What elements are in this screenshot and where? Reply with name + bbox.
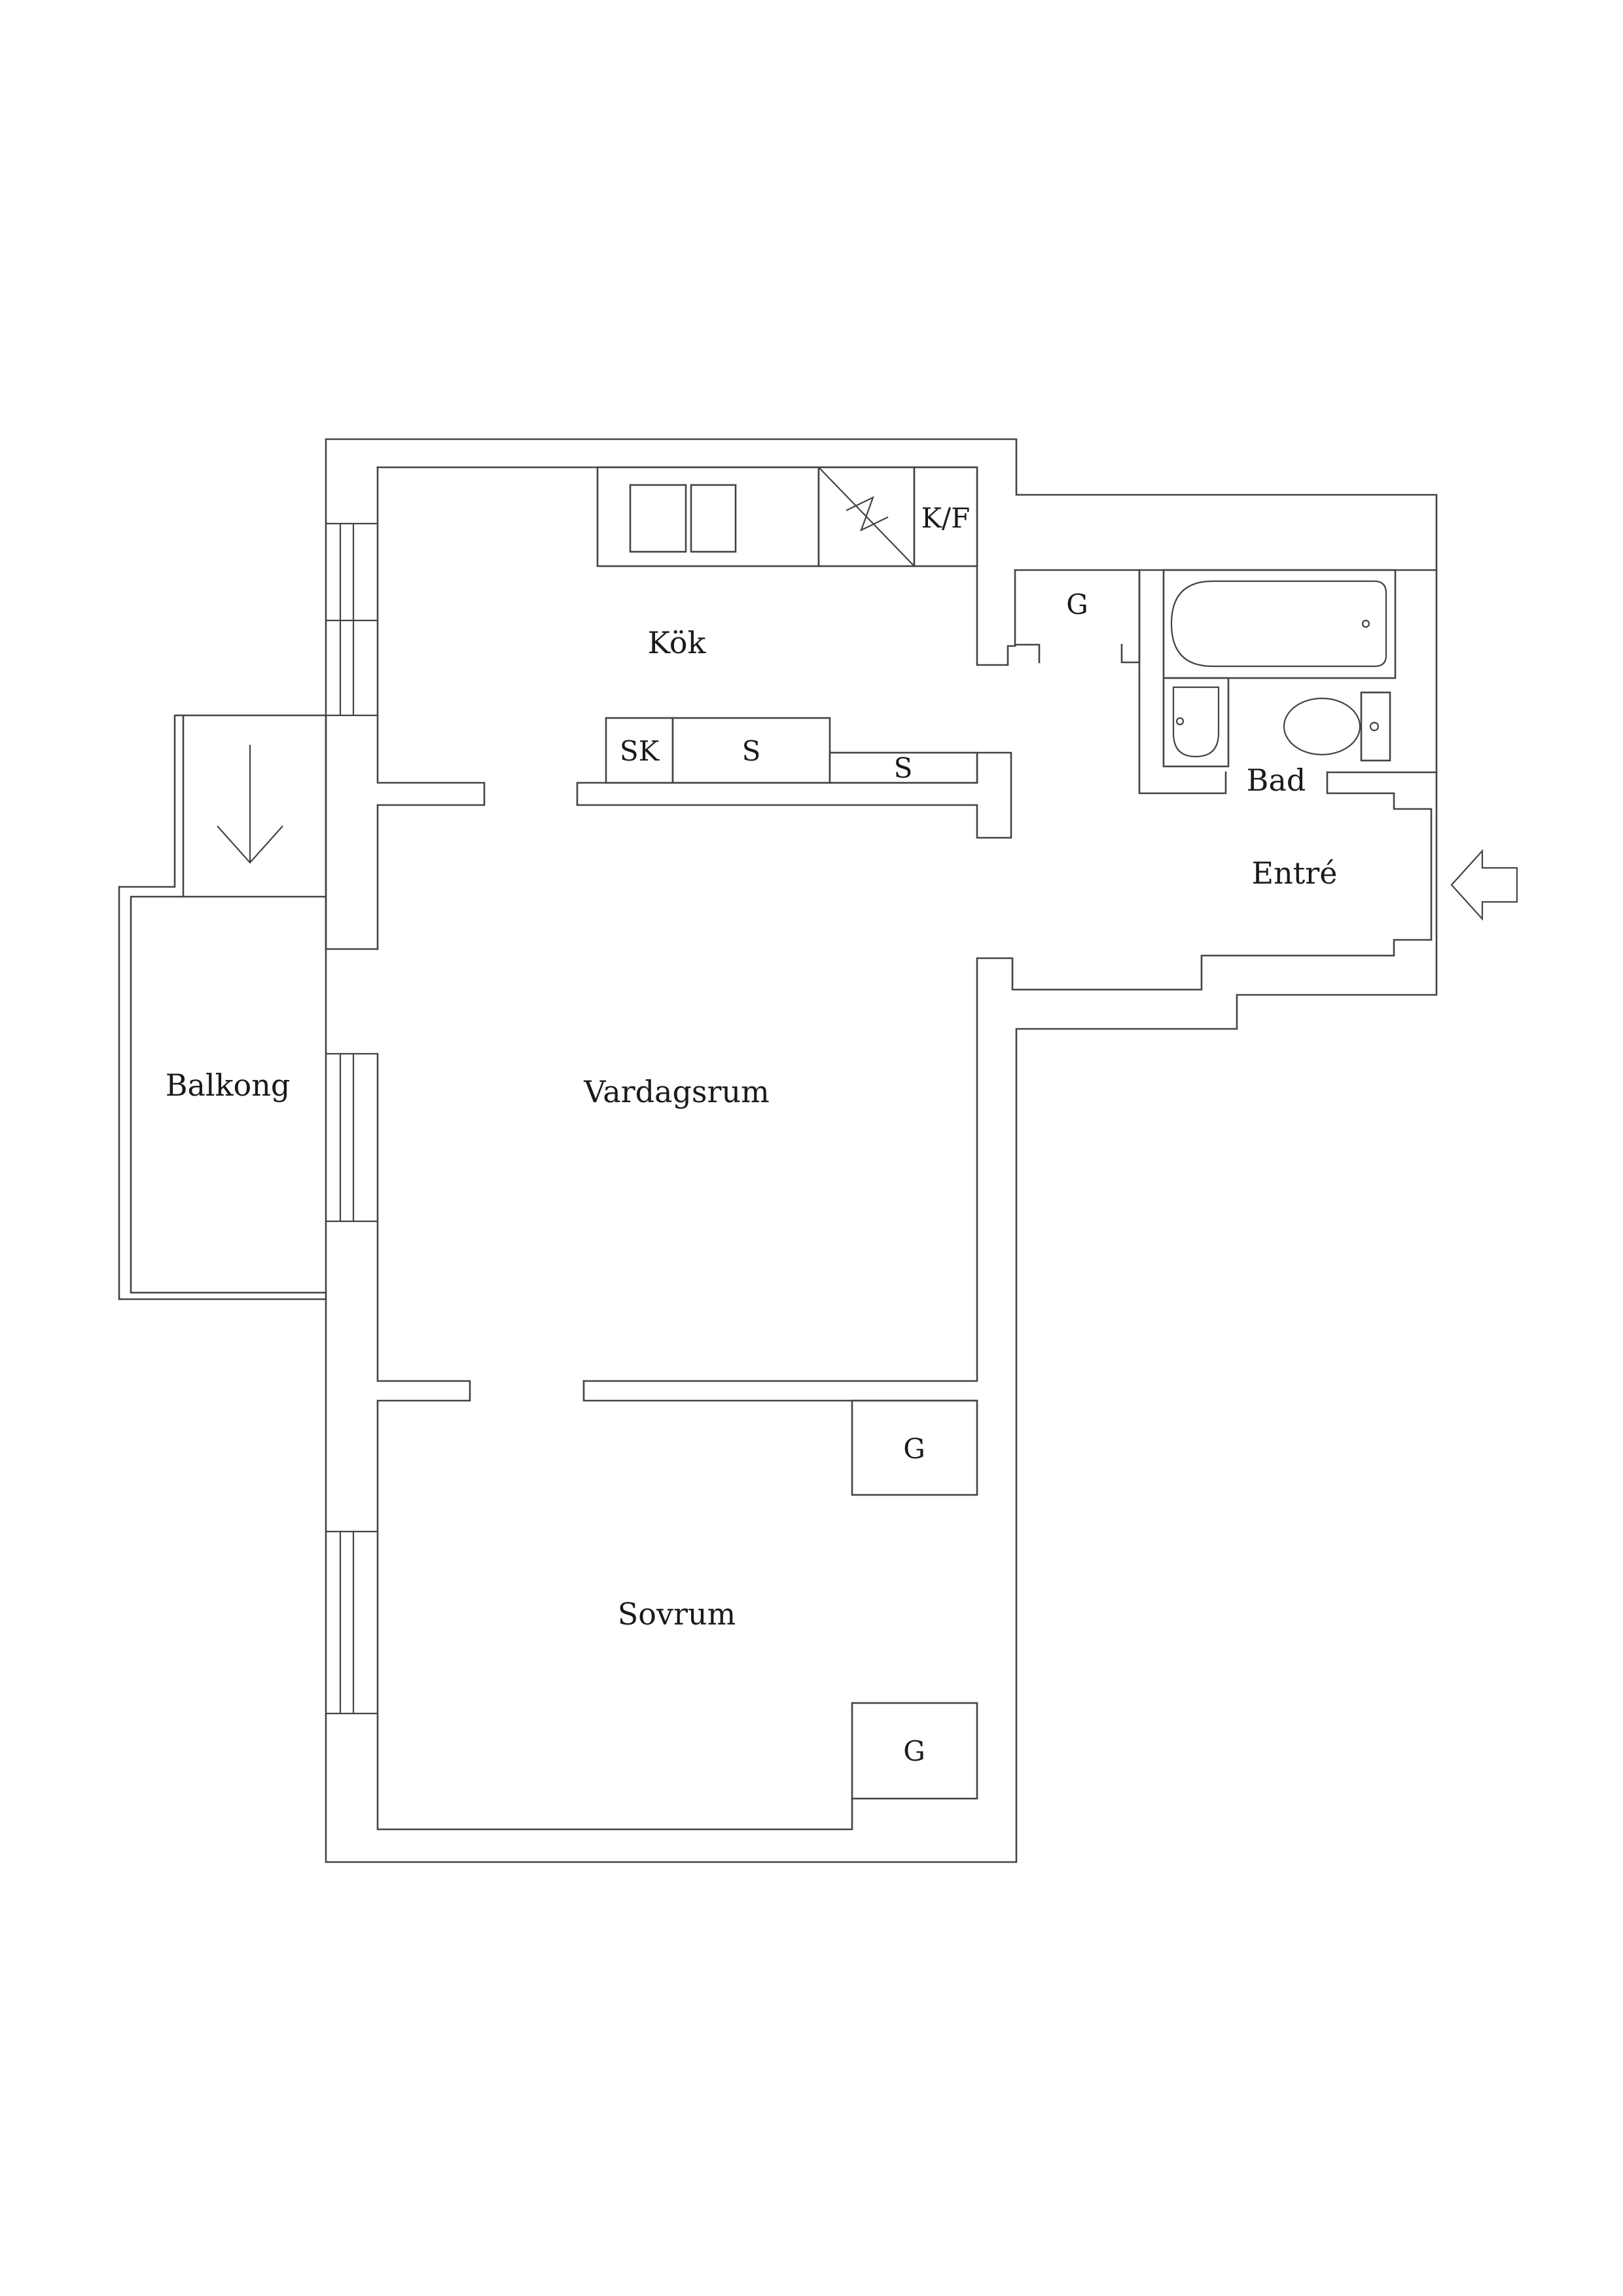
kitchen-counter-top — [596, 466, 978, 567]
bathroom — [1138, 569, 1438, 795]
bathtub-icon — [1170, 580, 1387, 668]
room-label-kitchen: Kök — [648, 625, 707, 660]
dish-cabinet-label: SK — [620, 735, 660, 767]
room-label-bedroom: Sovrum — [618, 1596, 736, 1632]
fridge-freezer-label: K/F — [921, 502, 971, 534]
room-label-entrance: Entré — [1252, 855, 1338, 891]
bedroom-closets — [851, 1399, 978, 1800]
balcony — [118, 714, 379, 1300]
stove-icon — [629, 484, 687, 553]
cabinet-label-2: S — [894, 752, 913, 784]
room-label-bathroom: Bad — [1247, 762, 1306, 798]
hall-closet-label: G — [1066, 588, 1088, 620]
kitchen-counter-bottom — [605, 717, 978, 784]
bedroom-closet-label-top: G — [903, 1433, 925, 1465]
balcony-door-arrow-icon — [217, 745, 283, 864]
window-icon — [326, 522, 378, 1715]
toilet-icon — [1283, 697, 1361, 756]
bedroom-closet-label-bottom: G — [903, 1735, 925, 1767]
cabinet-label-1: S — [742, 735, 761, 767]
room-label-balcony: Balkong — [166, 1067, 291, 1103]
dishwasher-icon — [818, 467, 915, 567]
entrance-arrow-icon — [1450, 849, 1518, 921]
room-label-living: Vardagsrum — [583, 1074, 770, 1109]
sink-icon — [1172, 686, 1220, 758]
labels: Kök Vardagsrum Sovrum Balkong Bad Entré … — [166, 502, 1338, 1767]
